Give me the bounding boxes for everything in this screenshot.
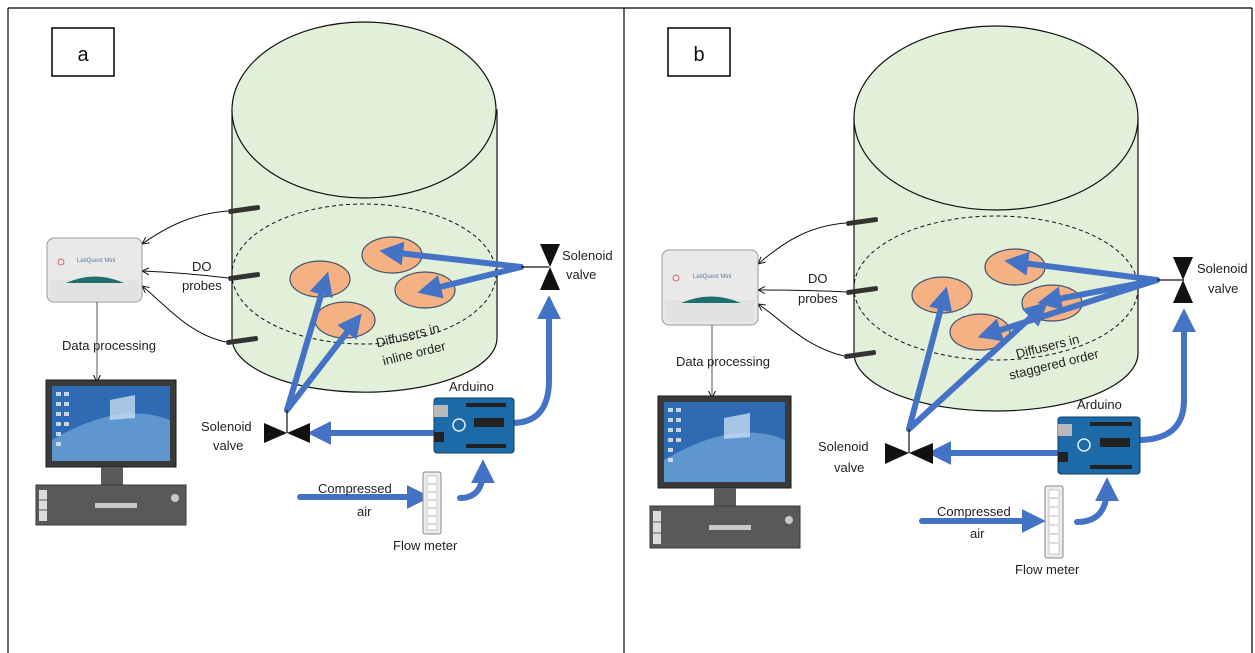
data-logger: LabQuest Mini — [661, 249, 759, 326]
air-line — [906, 301, 1048, 432]
arduino-label: Arduino — [449, 379, 494, 394]
do-probe — [228, 272, 261, 281]
do-probe — [226, 336, 259, 345]
panel-b-staggered: b LabQue — [649, 25, 1251, 577]
computer — [649, 395, 801, 549]
arduino-board — [1057, 416, 1141, 475]
solenoid-valve-top-label: Solenoid valve — [1197, 261, 1251, 296]
solenoid-valve-bottom-label: Solenoid valve — [201, 419, 255, 453]
air-line — [417, 264, 524, 299]
panel-letter-box: b — [667, 27, 731, 77]
do-probes-label: DO probes — [182, 259, 222, 293]
panel-letter: a — [77, 44, 89, 66]
computer — [35, 379, 187, 526]
solenoid-valve-top — [521, 244, 560, 290]
panel-letter: b — [693, 44, 704, 66]
air-line — [977, 277, 1160, 342]
flow-meter-label: Flow meter — [1015, 562, 1080, 577]
flow-meter-label: Flow meter — [393, 538, 458, 553]
panel-a-inline: a LabQue — [35, 21, 616, 553]
solenoid-valve-top — [1157, 257, 1193, 303]
device-label: LabQuest Mini — [693, 274, 732, 280]
do-probes — [226, 205, 261, 345]
solenoid-valve-bottom-label: Solenoid valve — [818, 439, 872, 475]
air-line — [284, 313, 362, 413]
do-probes-label: DO probes — [798, 271, 838, 306]
air-lines — [906, 251, 1196, 533]
probe-cables — [142, 210, 229, 343]
do-probe — [846, 286, 879, 295]
solenoid-valve-bottom — [885, 429, 933, 464]
solenoid-valve-top-label: Solenoid valve — [562, 248, 616, 282]
aeration-tank — [231, 21, 498, 393]
do-probe — [844, 350, 877, 359]
data-processing-label: Data processing — [676, 354, 770, 369]
air-line — [284, 271, 333, 413]
data-logger: LabQuest Mini — [46, 237, 143, 303]
air-line — [1074, 477, 1119, 525]
air-line — [379, 241, 524, 270]
data-processing-label: Data processing — [62, 338, 156, 353]
device-label: LabQuest Mini — [77, 258, 116, 264]
air-line — [457, 459, 495, 501]
panel-letter-box: a — [51, 27, 115, 77]
air-line — [906, 286, 953, 432]
air-line — [1135, 308, 1196, 443]
compressed-air-label: Compressed air — [318, 481, 395, 519]
flow-meter — [422, 471, 442, 535]
compressed-air-label: Compressed air — [937, 504, 1014, 541]
arduino-label: Arduino — [1077, 397, 1122, 412]
air-lines — [284, 241, 561, 509]
do-probe — [846, 217, 879, 226]
probe-cables — [758, 222, 847, 357]
do-probes — [844, 217, 879, 359]
flow-meter — [1044, 485, 1064, 559]
panel-borders — [7, 7, 1253, 653]
arduino-board — [433, 397, 515, 454]
solenoid-valve-bottom — [264, 410, 310, 443]
do-probe — [228, 205, 261, 214]
air-line — [1004, 251, 1160, 283]
air-line — [509, 295, 561, 426]
